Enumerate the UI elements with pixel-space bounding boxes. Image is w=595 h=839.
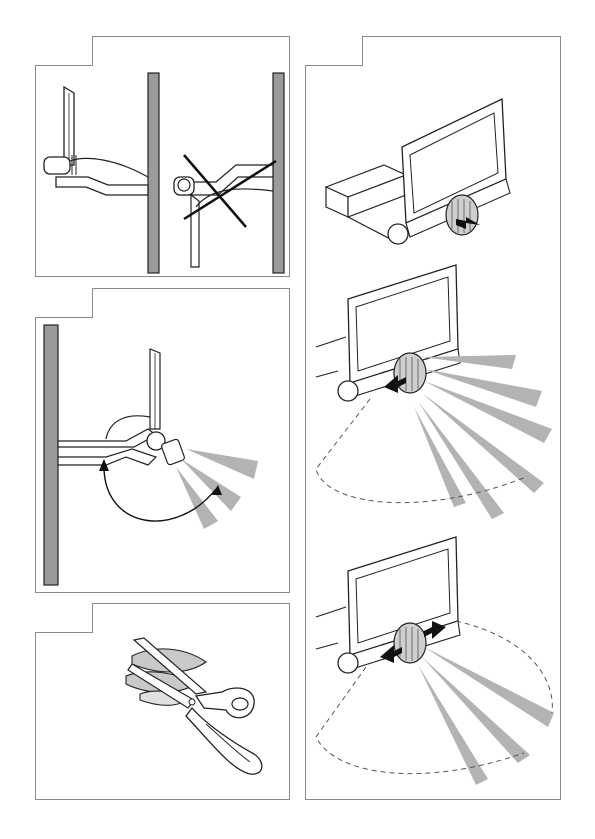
bracket-correct	[56, 177, 148, 195]
rotation-illustration	[36, 289, 291, 594]
pole-correct	[148, 73, 159, 273]
detection-beams	[418, 647, 554, 785]
scissors-illustration	[36, 604, 291, 801]
panel-sensor-rotation	[35, 288, 290, 593]
arm-correct	[70, 158, 148, 177]
device-middle-view	[316, 265, 552, 519]
scissors-handle-lower	[186, 708, 262, 774]
sensor-drum	[394, 353, 426, 393]
device-bottom-view	[316, 537, 554, 785]
post-incorrect	[191, 195, 199, 267]
panel-lens-cutting	[35, 603, 290, 800]
sensor-drum	[394, 623, 426, 663]
detection-zone-illustration	[306, 37, 562, 801]
detection-zone-outline-right	[456, 621, 552, 713]
sensor-drum	[446, 195, 478, 235]
bracket	[58, 429, 156, 447]
wall-pole	[44, 325, 58, 585]
panel-mounting-orientation	[35, 36, 290, 277]
pole-incorrect	[273, 73, 284, 273]
panel-detection-zone	[305, 36, 561, 800]
detection-beams	[414, 355, 552, 519]
scissors-pivot	[189, 699, 195, 705]
mounting-illustration	[36, 37, 291, 278]
device-top-view	[326, 99, 510, 244]
